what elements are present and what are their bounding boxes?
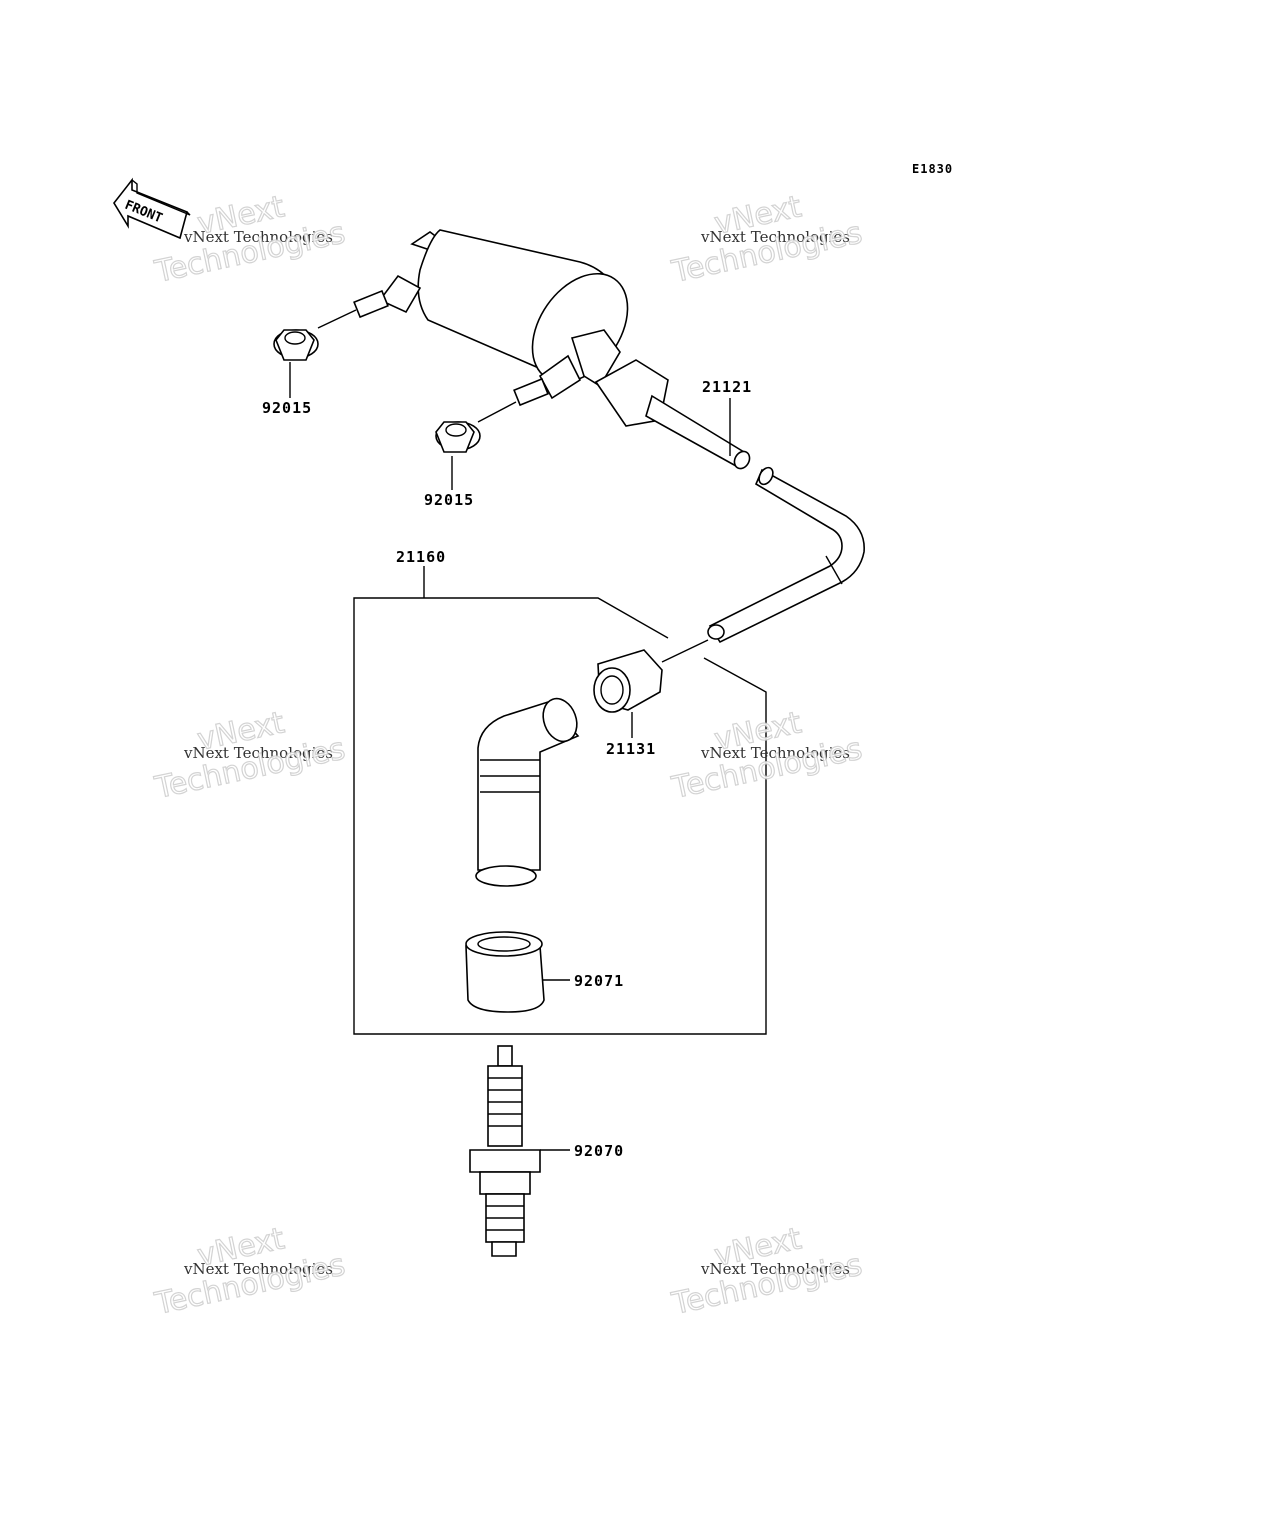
part-label-92070: 92070: [574, 1142, 624, 1160]
diagram-code: E1830: [912, 162, 953, 176]
svg-text:vNext Technologies: vNext Technologies: [183, 228, 333, 246]
svg-text:vNext Technologies: vNext Technologies: [700, 1260, 850, 1278]
nut-lower: [435, 421, 481, 453]
spark-plug: [469, 1045, 541, 1257]
svg-text:vNext Technologies: vNext Technologies: [700, 744, 850, 762]
watermark-1: vNext vNext Technologies Technologies: [151, 189, 349, 291]
high-tension-lead: [707, 466, 865, 644]
part-label-21131: 21131: [606, 740, 656, 758]
rubber-seal: [465, 931, 545, 1013]
part-label-21121: 21121: [702, 378, 752, 396]
terminal-cap: [593, 639, 709, 713]
svg-text:vNext Technologies: vNext Technologies: [183, 1260, 333, 1278]
front-arrow-icon: FRONT: [113, 177, 191, 240]
watermark-3: vNext vNext Technologies Technologies: [151, 705, 349, 807]
part-label-92015-lower: 92015: [424, 491, 474, 509]
svg-text:vNext: vNext: [711, 189, 804, 242]
nut-upper: [273, 329, 319, 361]
assembly-box: [353, 597, 767, 1035]
part-label-21160: 21160: [396, 548, 446, 566]
svg-text:vNext Technologies: vNext Technologies: [183, 744, 333, 762]
ignition-coil: [317, 229, 751, 470]
svg-text:vNext Technologies: vNext Technologies: [700, 228, 850, 246]
watermark-4: vNext vNext Technologies Technologies: [668, 705, 866, 807]
watermark-6: vNext vNext Technologies Technologies: [668, 1221, 866, 1323]
watermark-5: vNext vNext Technologies Technologies: [151, 1221, 349, 1323]
part-label-92071: 92071: [574, 972, 624, 990]
watermark-2: vNext vNext Technologies Technologies: [668, 189, 866, 291]
plug-cap-elbow: [475, 697, 580, 887]
part-label-92015-upper: 92015: [262, 399, 312, 417]
